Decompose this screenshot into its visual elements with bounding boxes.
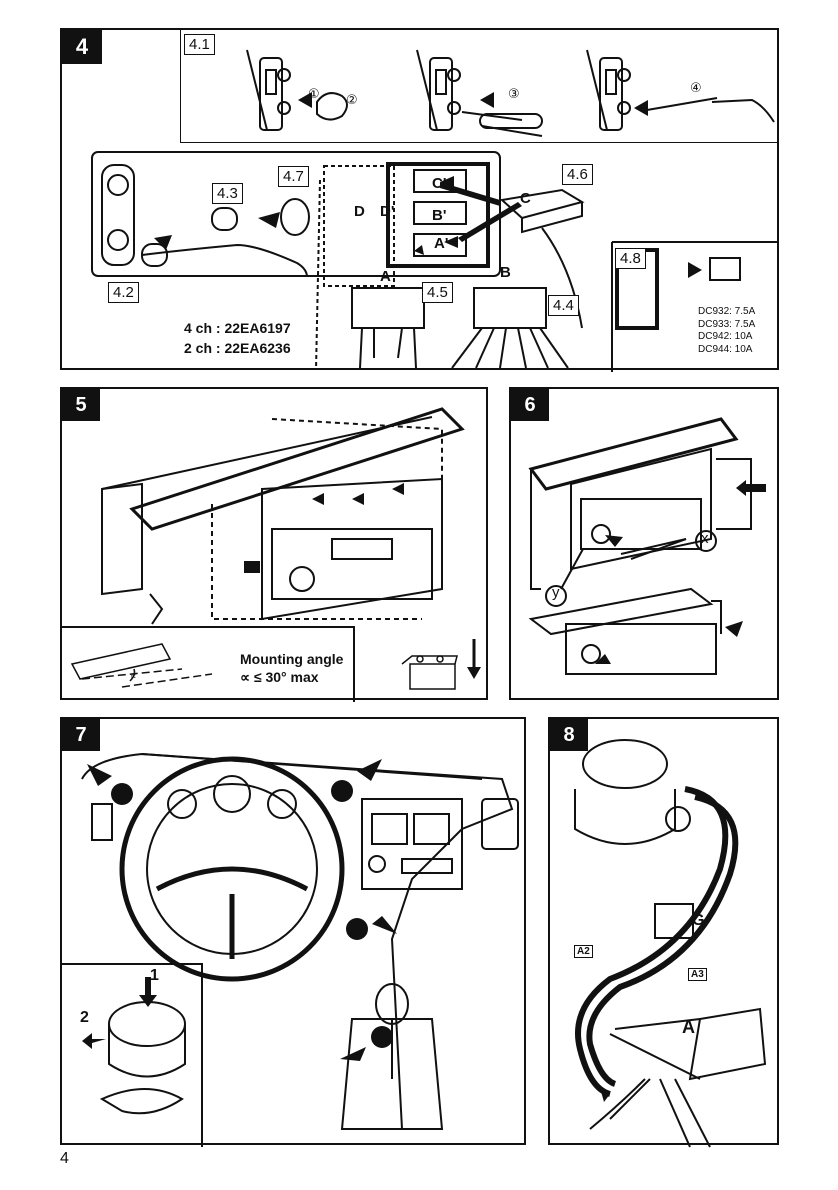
connector-a-prime: A' [434, 235, 448, 252]
page-number: 4 [60, 1150, 69, 1168]
fuse-dc944: DC944: 10A [698, 344, 755, 357]
step-4-8-label: 4.8 [615, 248, 646, 269]
radio-connections-illustration [62, 30, 781, 372]
label-a3: A3 [688, 968, 707, 981]
part-number-4ch: 4 ch : 22EA6197 [184, 320, 291, 336]
connector-b-prime: B' [432, 207, 446, 224]
fuse-dc932: DC932: 7.5A [698, 306, 755, 319]
connector-c: C [520, 190, 531, 207]
label-y: y [552, 584, 560, 601]
step-4-6-label: 4.6 [562, 164, 593, 185]
connector-a: A [380, 268, 391, 285]
step-4-3-label: 4.3 [212, 183, 243, 204]
step-4-4-label: 4.4 [548, 295, 579, 316]
dashboard-illustration [62, 719, 528, 1147]
connector-d-prime: D' [380, 203, 394, 220]
step-4-2-label: 4.2 [108, 282, 139, 303]
fuse-list: DC932: 7.5A DC933: 7.5A DC942: 10A DC944… [698, 306, 755, 356]
part-number-2ch: 2 ch : 22EA6236 [184, 340, 291, 356]
connector-c-prime: C' [432, 175, 446, 192]
panel-8: 8 A2 A3 G A [548, 717, 779, 1145]
label-x: x [701, 530, 709, 547]
step-4-5-label: 4.5 [422, 282, 453, 303]
panel-4: 4 4.1 ① ② ③ ④ [60, 28, 779, 370]
connector-d: D [354, 203, 365, 220]
label-a: A [682, 1017, 695, 1038]
label-g: G [692, 912, 704, 930]
alpha-symbol: ∝ [130, 671, 136, 682]
label-a2: A2 [574, 945, 593, 958]
removal-illustration [511, 389, 781, 702]
mounting-angle-value: ∝ ≤ 30° max [240, 669, 319, 686]
fuse-dc933: DC933: 7.5A [698, 319, 755, 332]
mounting-angle-label: Mounting angle [240, 651, 343, 667]
remote-wiring-illustration [550, 719, 781, 1147]
connector-b: B [500, 264, 511, 281]
step-1-label: 1 [150, 967, 159, 985]
panel-5: 5 [60, 387, 488, 700]
step-4-7-label: 4.7 [278, 166, 309, 187]
step-2-label: 2 [80, 1009, 89, 1027]
fuse-dc942: DC942: 10A [698, 331, 755, 344]
panel-7: 7 [60, 717, 526, 1145]
panel-6: 6 x y [509, 387, 779, 700]
